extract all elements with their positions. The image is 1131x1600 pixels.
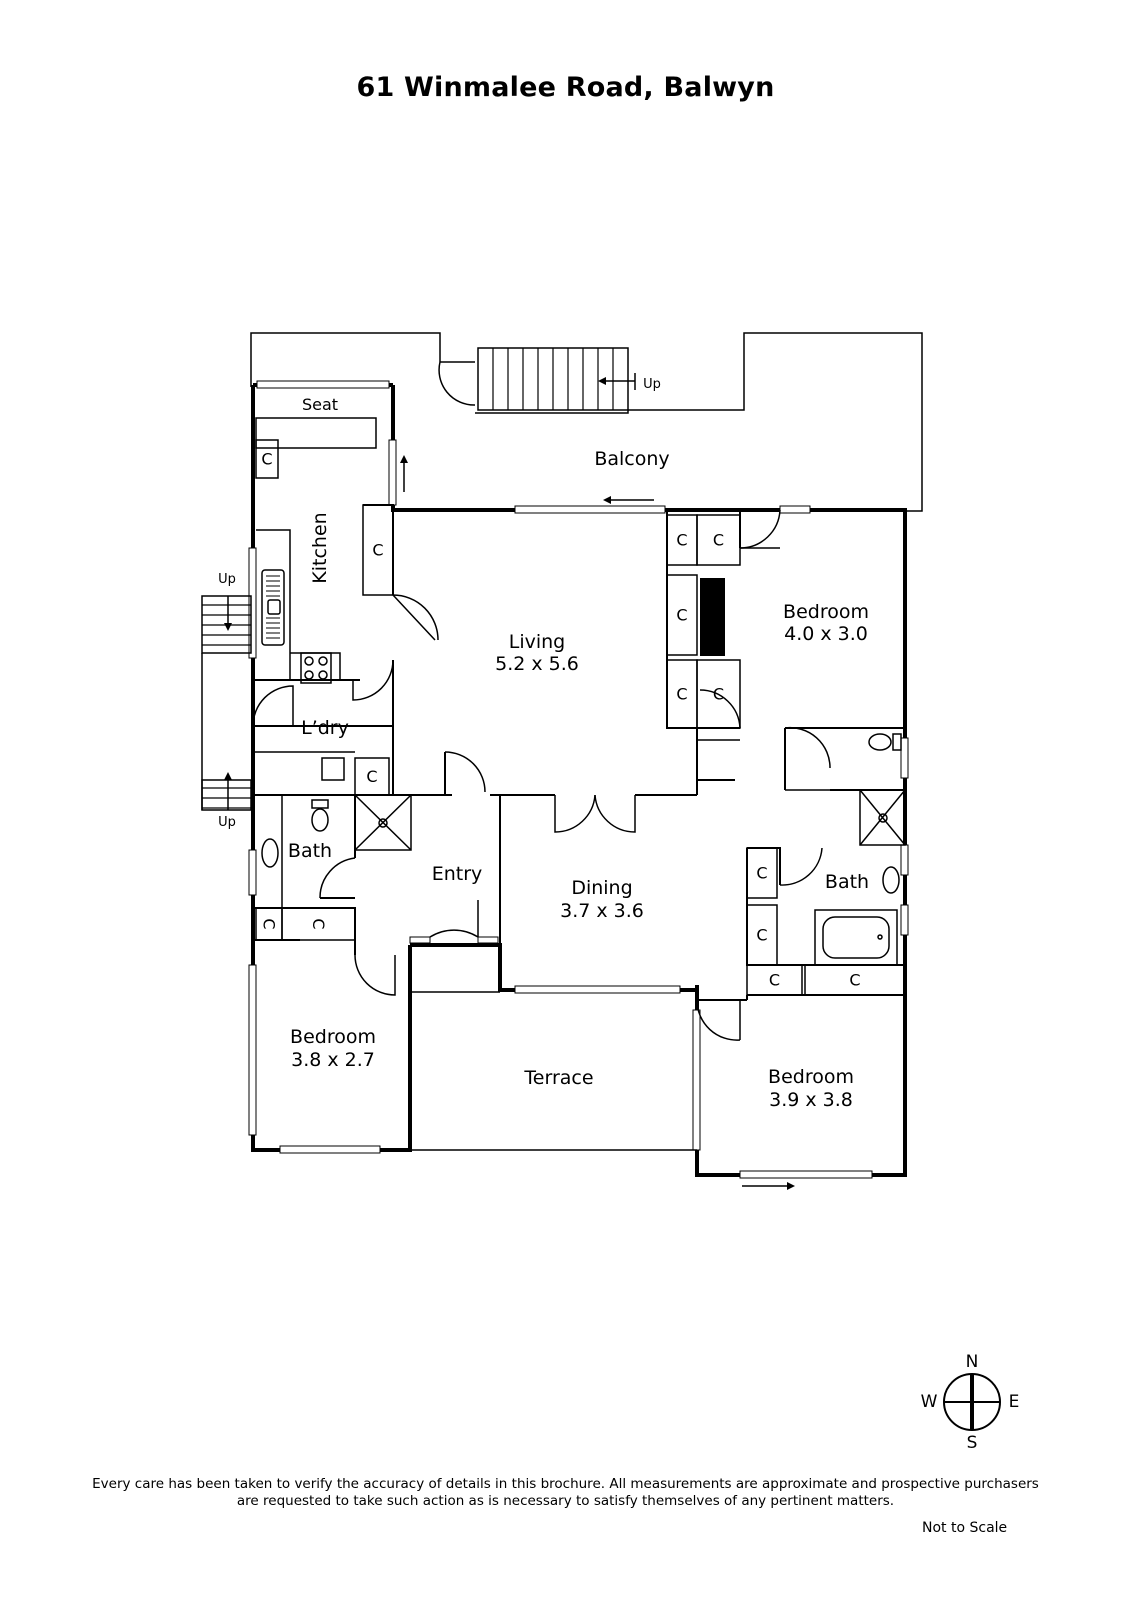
cupboard-label: C — [676, 685, 687, 704]
cupboard — [746, 964, 803, 996]
bath-east-label: Bath — [825, 871, 869, 893]
seat-bench — [255, 417, 377, 449]
fireplace — [700, 578, 725, 656]
bedroom-sw-label: Bedroom — [290, 1026, 376, 1048]
cupboard-label: C — [261, 450, 272, 469]
cupboard-label: C — [769, 971, 780, 990]
toilet-west — [311, 808, 329, 832]
up-label-west-lower: Up — [218, 815, 236, 830]
cupboard-label: C — [713, 531, 724, 550]
balcony-label: Balcony — [594, 448, 669, 470]
seat-label: Seat — [302, 395, 338, 414]
dining-label: Dining — [571, 877, 632, 899]
laundry-fittings — [253, 751, 355, 781]
bedroom-sw-dims: 3.8 x 2.7 — [291, 1049, 375, 1071]
balcony-stairs — [492, 348, 614, 410]
toilet-east — [868, 733, 892, 751]
cupboard — [696, 659, 741, 729]
terrace-label: Terrace — [523, 1067, 593, 1089]
basin-west — [261, 838, 279, 868]
cupboard-label: C — [676, 531, 687, 550]
disclaimer-line-1: Every care has been taken to verify the … — [92, 1476, 1039, 1492]
cupboard-label: C — [372, 541, 383, 560]
balcony-outline — [250, 332, 923, 512]
cupboards: C C C C C C C C C C C C C C — [255, 439, 906, 996]
compass-s: S — [967, 1433, 978, 1453]
cupboard-label: C — [756, 926, 767, 945]
compass-e: E — [1009, 1392, 1020, 1412]
up-label-balcony: Up — [643, 377, 661, 392]
bedroom-ne-dims: 4.0 x 3.0 — [784, 623, 868, 645]
bedroom-ne-label: Bedroom — [783, 601, 869, 623]
living-label: Living — [509, 631, 566, 653]
dining-dims: 3.7 x 3.6 — [560, 900, 644, 922]
bath-west-label: Bath — [288, 840, 332, 862]
doors — [252, 509, 831, 1041]
kitchen-label: Kitchen — [309, 512, 331, 583]
terrace-outline — [410, 991, 697, 1151]
page-title: 61 Winmalee Road, Balwyn — [356, 72, 775, 103]
west-stairs — [201, 595, 252, 811]
east-bath-fittings — [814, 733, 906, 966]
compass-rose: N E S W — [921, 1352, 1020, 1453]
laundry-tub — [321, 757, 345, 781]
west-bath-fittings — [261, 794, 412, 908]
cupboard — [362, 504, 394, 596]
bedroom-se-dims: 3.9 x 3.8 — [769, 1089, 853, 1111]
bedroom-se-label: Bedroom — [768, 1066, 854, 1088]
living-dims: 5.2 x 5.6 — [495, 653, 579, 675]
cupboard-label: C — [756, 864, 767, 883]
cupboard — [255, 439, 279, 479]
cupboard-label: C — [713, 685, 724, 704]
compass-n: N — [966, 1352, 979, 1372]
shower-east — [859, 789, 906, 846]
shower-west — [354, 794, 412, 851]
cupboard-label: C — [260, 918, 279, 929]
entry-label: Entry — [432, 863, 483, 885]
cupboard — [696, 514, 741, 566]
cupboard — [281, 907, 356, 941]
basin-east — [882, 866, 900, 894]
kitchen-fittings — [255, 417, 377, 684]
cupboard — [746, 847, 778, 899]
cupboard-label: C — [849, 971, 860, 990]
up-label-west-upper: Up — [218, 572, 236, 587]
cupboard — [666, 574, 698, 656]
cupboard-label: C — [676, 606, 687, 625]
cupboard-label: C — [309, 918, 328, 929]
laundry-label: L’dry — [301, 717, 349, 739]
cupboard-label: C — [366, 767, 377, 786]
bathtub — [814, 909, 898, 966]
not-to-scale-note: Not to Scale — [922, 1520, 1008, 1536]
sink — [261, 569, 285, 646]
disclaimer: Every care has been taken to verify the … — [60, 1476, 1071, 1510]
compass-w: W — [921, 1392, 938, 1412]
cooktop — [300, 652, 332, 684]
sliding-arrows — [400, 455, 795, 1190]
disclaimer-line-2: are requested to take such action as is … — [236, 1493, 895, 1509]
